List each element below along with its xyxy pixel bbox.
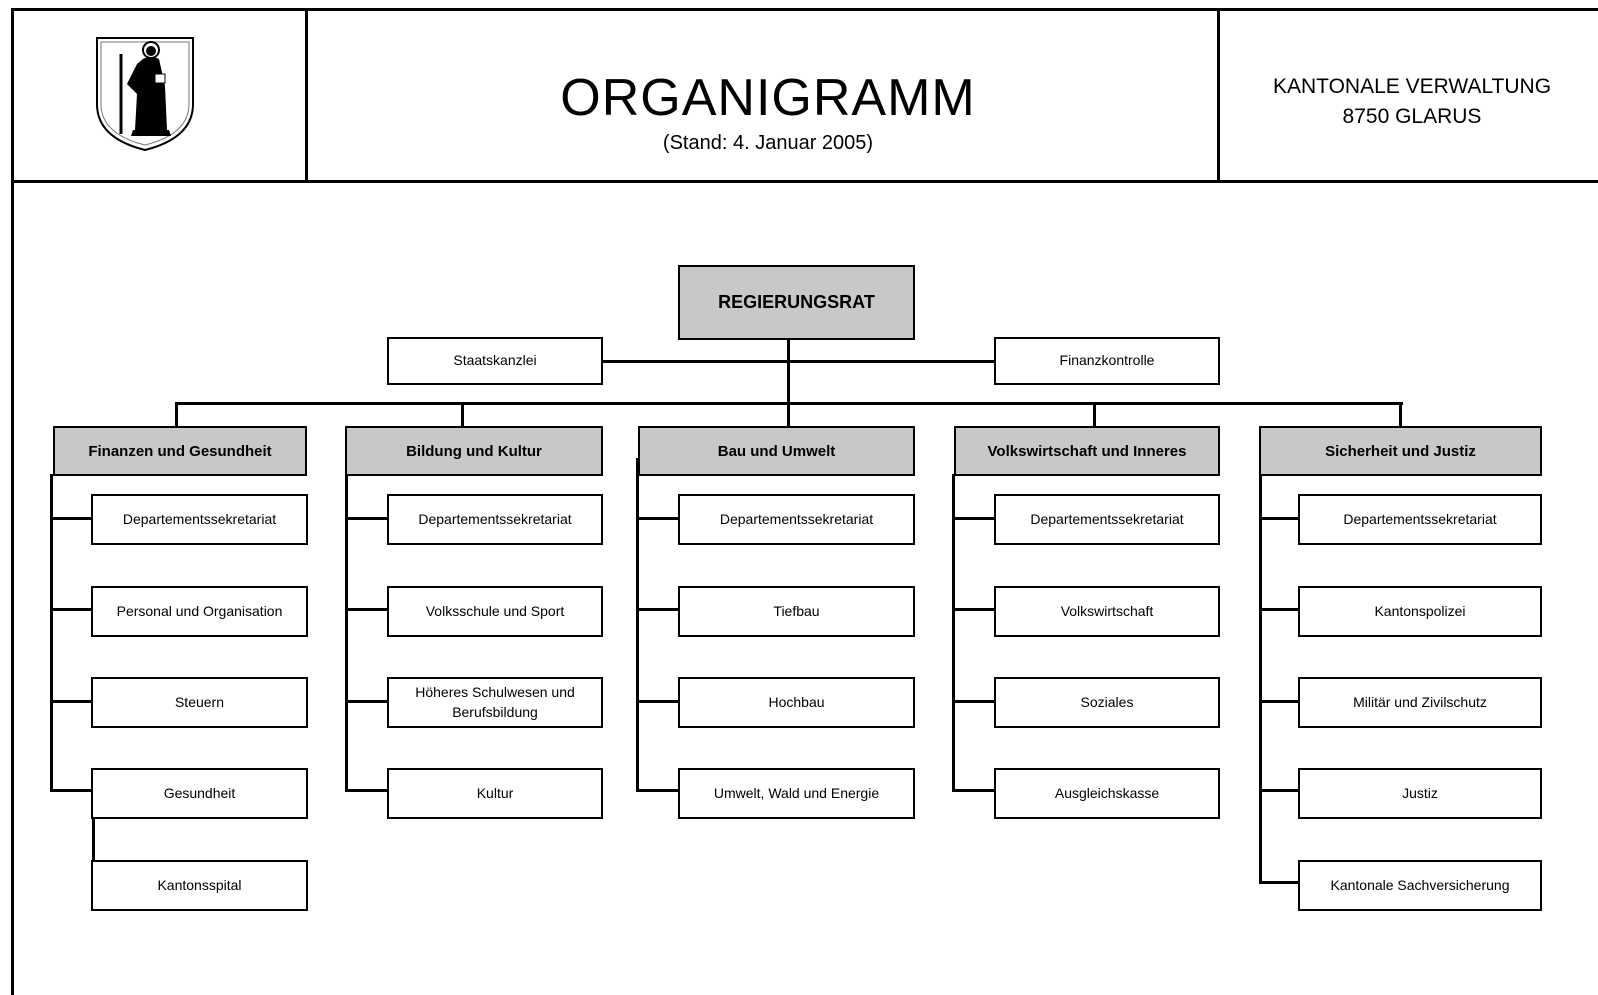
connector-spine-3 [636,458,639,792]
department-sicherheit-justiz: Sicherheit und Justiz [1259,426,1542,476]
connector-stub [50,789,93,792]
connector-stub [1259,789,1300,792]
page-subtitle: (Stand: 4. Januar 2005) [662,132,874,154]
unit-box: Soziales [994,677,1220,728]
connector-spine-5 [1259,474,1262,884]
connector-spine-2 [345,474,348,792]
unit-box: Departementssekretariat [1298,494,1542,545]
unit-box: Departementssekretariat [91,494,308,545]
connector-stub [1259,881,1300,884]
unit-box: Steuern [91,677,308,728]
unit-box: Kantonale Sachversicherung [1298,860,1542,911]
unit-box: Volksschule und Sport [387,586,603,637]
header-divider-left [305,8,308,183]
unit-box: Personal und Organisation [91,586,308,637]
connector-trunk [787,338,790,405]
connector-drop-1 [175,402,178,428]
regierungsrat-box: REGIERUNGSRAT [678,265,915,340]
department-bildung-kultur: Bildung und Kultur [345,426,603,476]
connector-stub [50,608,93,611]
unit-box: Justiz [1298,768,1542,819]
connector-stub [345,789,388,792]
unit-box: Volkswirtschaft [994,586,1220,637]
connector-stub [1259,517,1300,520]
connector-spine-1 [50,474,53,792]
page-title: ORGANIGRAMM [560,69,976,127]
frame-top-border [12,8,1598,11]
connector-stub [636,517,679,520]
unit-box: Departementssekretariat [678,494,915,545]
organisation-postal: 8750 GLARUS [1342,105,1482,129]
organisation-name: KANTONALE VERWALTUNG [1272,75,1552,98]
connector-stub [50,700,93,703]
connector-spine-4 [952,474,955,792]
connector-drop-5 [1399,402,1402,428]
connector-stub [345,517,388,520]
connector-drop-4 [1093,402,1096,428]
department-finanzen-gesundheit: Finanzen und Gesundheit [53,426,307,476]
connector-sub-spine [92,817,95,863]
saint-fridolin-crest-icon [96,37,194,152]
unit-box: Militär und Zivilschutz [1298,677,1542,728]
header-bottom-border [12,180,1598,183]
connector-stub [636,789,679,792]
unit-box: Umwelt, Wald und Energie [678,768,915,819]
connector-stub [636,608,679,611]
connector-staff [601,360,996,363]
header-divider-right [1217,8,1220,183]
department-bau-umwelt: Bau und Umwelt [638,426,915,476]
unit-box: Tiefbau [678,586,915,637]
unit-box: Departementssekretariat [387,494,603,545]
unit-box: Kantonsspital [91,860,308,911]
unit-box: Gesundheit [91,768,308,819]
connector-drop-3 [787,402,790,428]
frame-left-border [11,8,14,995]
unit-box: Kultur [387,768,603,819]
connector-drop-2 [461,402,464,428]
connector-stub [1259,608,1300,611]
staatskanzlei-box: Staatskanzlei [387,337,603,385]
unit-box: Departementssekretariat [994,494,1220,545]
connector-stub [636,700,679,703]
finanzkontrolle-box: Finanzkontrolle [994,337,1220,385]
department-volkswirtschaft-inneres: Volkswirtschaft und Inneres [954,426,1220,476]
unit-box: Hochbau [678,677,915,728]
connector-stub [345,608,388,611]
organisation-address: KANTONALE VERWALTUNG 8750 GLARUS [1226,72,1598,133]
unit-box: Ausgleichskasse [994,768,1220,819]
connector-stub [952,608,995,611]
connector-stub [1259,700,1300,703]
connector-stub [952,700,995,703]
connector-stub [50,517,93,520]
connector-stub [952,789,995,792]
connector-stub [345,700,388,703]
connector-stub [952,517,995,520]
unit-box: Höheres Schulwesen und Berufsbildung [387,677,603,728]
unit-box: Kantonspolizei [1298,586,1542,637]
